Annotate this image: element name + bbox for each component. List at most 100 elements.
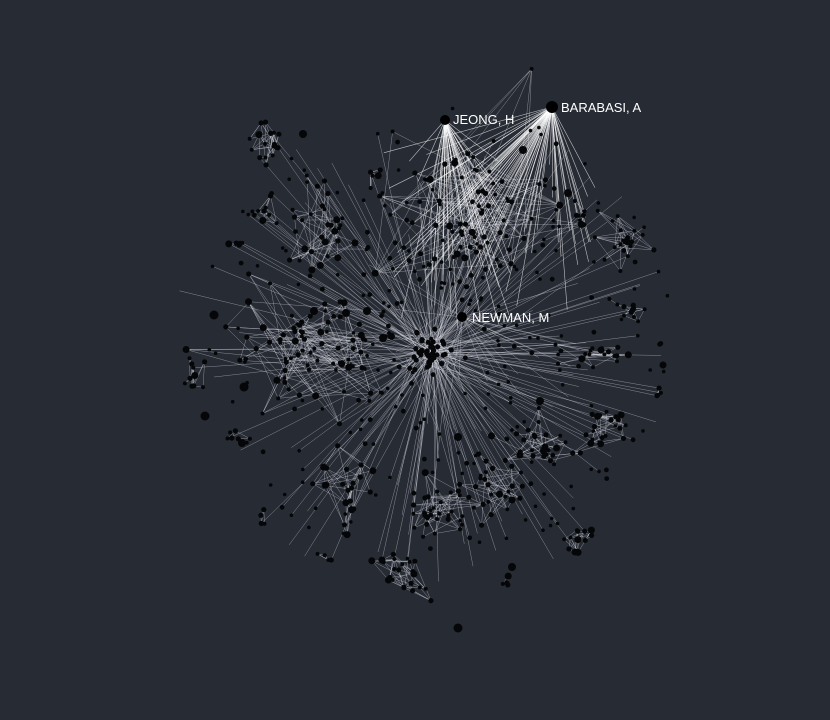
network-node[interactable] bbox=[260, 411, 265, 416]
network-node[interactable] bbox=[363, 338, 368, 343]
network-node[interactable] bbox=[472, 235, 477, 239]
network-node[interactable] bbox=[396, 168, 401, 172]
network-node[interactable] bbox=[430, 187, 435, 192]
network-node[interactable] bbox=[466, 494, 472, 500]
network-node[interactable] bbox=[344, 466, 350, 472]
network-node[interactable] bbox=[386, 323, 391, 329]
network-node[interactable] bbox=[411, 511, 416, 516]
network-node[interactable] bbox=[387, 331, 391, 336]
network-node[interactable] bbox=[399, 300, 404, 305]
network-node[interactable] bbox=[377, 167, 383, 173]
network-node[interactable] bbox=[324, 482, 330, 487]
network-node[interactable] bbox=[337, 314, 343, 320]
network-node[interactable] bbox=[263, 141, 267, 146]
network-node[interactable] bbox=[563, 440, 568, 445]
network-node[interactable] bbox=[241, 209, 245, 214]
network-node[interactable] bbox=[426, 175, 434, 183]
network-node[interactable] bbox=[548, 523, 553, 528]
network-node[interactable] bbox=[473, 249, 479, 255]
network-node[interactable] bbox=[559, 334, 564, 338]
network-node[interactable] bbox=[401, 585, 407, 591]
network-node[interactable] bbox=[400, 562, 405, 567]
network-node[interactable] bbox=[426, 359, 432, 365]
network-node[interactable] bbox=[343, 512, 348, 516]
network-node[interactable] bbox=[291, 325, 297, 331]
network-node[interactable] bbox=[424, 521, 430, 527]
network-node[interactable] bbox=[462, 355, 468, 361]
network-node[interactable] bbox=[424, 515, 430, 521]
network-node[interactable] bbox=[286, 387, 291, 392]
network-node[interactable] bbox=[448, 347, 454, 353]
network-node[interactable] bbox=[387, 304, 391, 309]
network-node[interactable] bbox=[356, 397, 361, 403]
network-node[interactable] bbox=[438, 202, 442, 207]
network-node[interactable] bbox=[299, 329, 305, 335]
network-node[interactable] bbox=[503, 494, 508, 499]
network-node[interactable] bbox=[575, 528, 579, 533]
network-node[interactable] bbox=[589, 403, 594, 408]
network-node[interactable] bbox=[617, 425, 623, 431]
network-node[interactable] bbox=[411, 502, 417, 508]
network-node[interactable] bbox=[319, 234, 325, 240]
network-node[interactable] bbox=[289, 513, 294, 517]
network-node[interactable] bbox=[255, 131, 263, 139]
network-node[interactable] bbox=[412, 367, 418, 373]
network-node[interactable] bbox=[308, 212, 313, 217]
network-node[interactable] bbox=[320, 463, 328, 471]
network-node[interactable] bbox=[479, 522, 485, 528]
network-node[interactable] bbox=[263, 162, 269, 168]
network-node[interactable] bbox=[247, 136, 252, 141]
network-node[interactable] bbox=[421, 534, 426, 539]
network-node[interactable] bbox=[491, 181, 496, 186]
network-node[interactable] bbox=[640, 232, 645, 237]
network-node[interactable] bbox=[530, 453, 536, 459]
network-node[interactable] bbox=[445, 516, 451, 522]
network-node[interactable] bbox=[396, 364, 402, 370]
network-node[interactable] bbox=[458, 229, 464, 235]
network-node[interactable] bbox=[428, 598, 434, 604]
network-node[interactable] bbox=[523, 518, 528, 522]
network-node[interactable] bbox=[342, 499, 350, 507]
network-node[interactable] bbox=[410, 588, 416, 594]
network-node[interactable] bbox=[424, 177, 429, 182]
network-node[interactable] bbox=[549, 276, 555, 282]
network-node[interactable] bbox=[331, 361, 336, 366]
network-node[interactable] bbox=[504, 436, 510, 442]
network-node[interactable] bbox=[307, 313, 313, 319]
network-node[interactable] bbox=[510, 428, 514, 432]
network-node[interactable] bbox=[636, 333, 640, 338]
network-node[interactable] bbox=[367, 398, 372, 403]
network-node[interactable] bbox=[497, 263, 503, 269]
network-node[interactable] bbox=[642, 225, 646, 229]
network-node[interactable] bbox=[187, 375, 193, 381]
network-node[interactable] bbox=[473, 453, 478, 458]
network-node[interactable] bbox=[202, 359, 208, 365]
network-node[interactable] bbox=[308, 266, 316, 274]
network-node[interactable] bbox=[604, 409, 609, 414]
network-node[interactable] bbox=[502, 324, 507, 328]
network-node[interactable] bbox=[299, 130, 307, 138]
network-node[interactable] bbox=[624, 351, 632, 359]
network-node[interactable] bbox=[560, 383, 565, 387]
network-node[interactable] bbox=[331, 227, 339, 235]
network-node[interactable] bbox=[472, 167, 477, 172]
network-node[interactable] bbox=[619, 317, 624, 322]
network-node[interactable] bbox=[632, 315, 636, 319]
network-node[interactable] bbox=[556, 201, 564, 209]
network-node[interactable] bbox=[282, 379, 288, 385]
network-node[interactable] bbox=[342, 309, 350, 317]
network-node[interactable] bbox=[570, 450, 576, 456]
network-node[interactable] bbox=[413, 269, 417, 274]
network-node[interactable] bbox=[651, 247, 657, 253]
network-node[interactable] bbox=[438, 500, 443, 505]
network-node[interactable] bbox=[661, 369, 666, 374]
network-node[interactable] bbox=[542, 492, 546, 496]
network-node[interactable] bbox=[225, 436, 230, 441]
network-node[interactable] bbox=[504, 234, 509, 239]
network-node[interactable] bbox=[310, 481, 316, 487]
network-node[interactable] bbox=[529, 460, 534, 464]
network-node[interactable] bbox=[400, 408, 406, 414]
network-node[interactable] bbox=[322, 207, 327, 212]
network-node[interactable] bbox=[268, 281, 272, 286]
